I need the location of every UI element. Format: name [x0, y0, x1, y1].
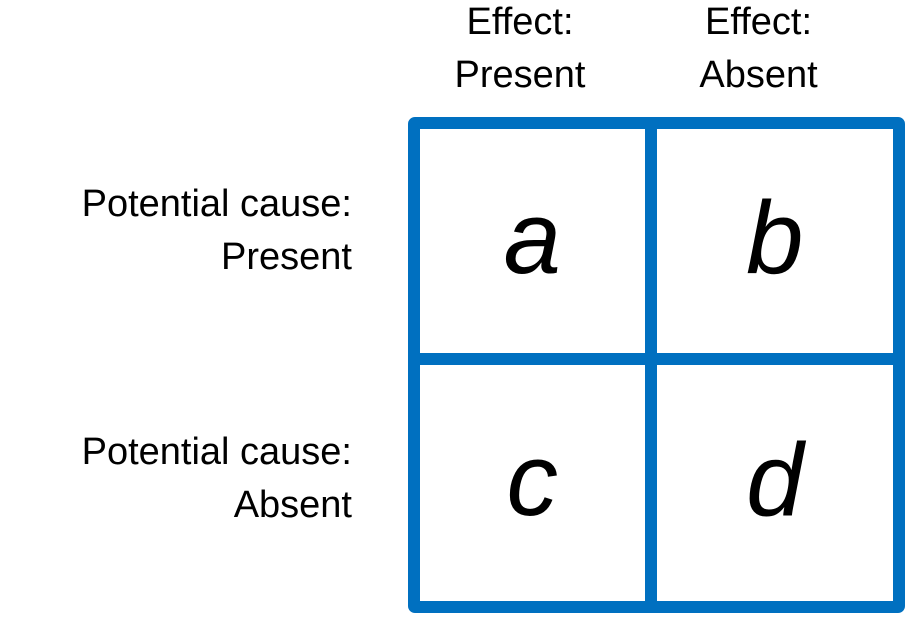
row-header-cause-present: Potential cause: Present	[0, 178, 352, 284]
cell-letter-c: c	[506, 421, 559, 537]
column-header-effect-absent: Effect: Absent	[635, 0, 882, 102]
row-header-line: Potential cause:	[81, 431, 352, 473]
column-header-line: Effect:	[704, 1, 813, 43]
table-cell-a: a	[420, 129, 657, 365]
row-header-line: Potential cause:	[81, 183, 352, 225]
cell-letter-a: a	[503, 179, 561, 295]
table-cell-c: c	[420, 365, 657, 601]
row-header-line: Present	[221, 236, 352, 278]
table-grid: a b c d	[408, 117, 905, 613]
column-header-effect-present: Effect: Present	[395, 0, 645, 102]
cell-letter-d: d	[746, 421, 804, 537]
row-header-line: Absent	[233, 484, 352, 526]
cell-letter-b: b	[746, 179, 804, 295]
table-cell-b: b	[656, 129, 893, 365]
column-header-line: Effect:	[466, 1, 574, 43]
table-cell-d: d	[656, 365, 893, 601]
row-header-cause-absent: Potential cause: Absent	[0, 426, 352, 532]
column-header-line: Absent	[699, 54, 818, 96]
column-header-line: Present	[454, 54, 586, 96]
